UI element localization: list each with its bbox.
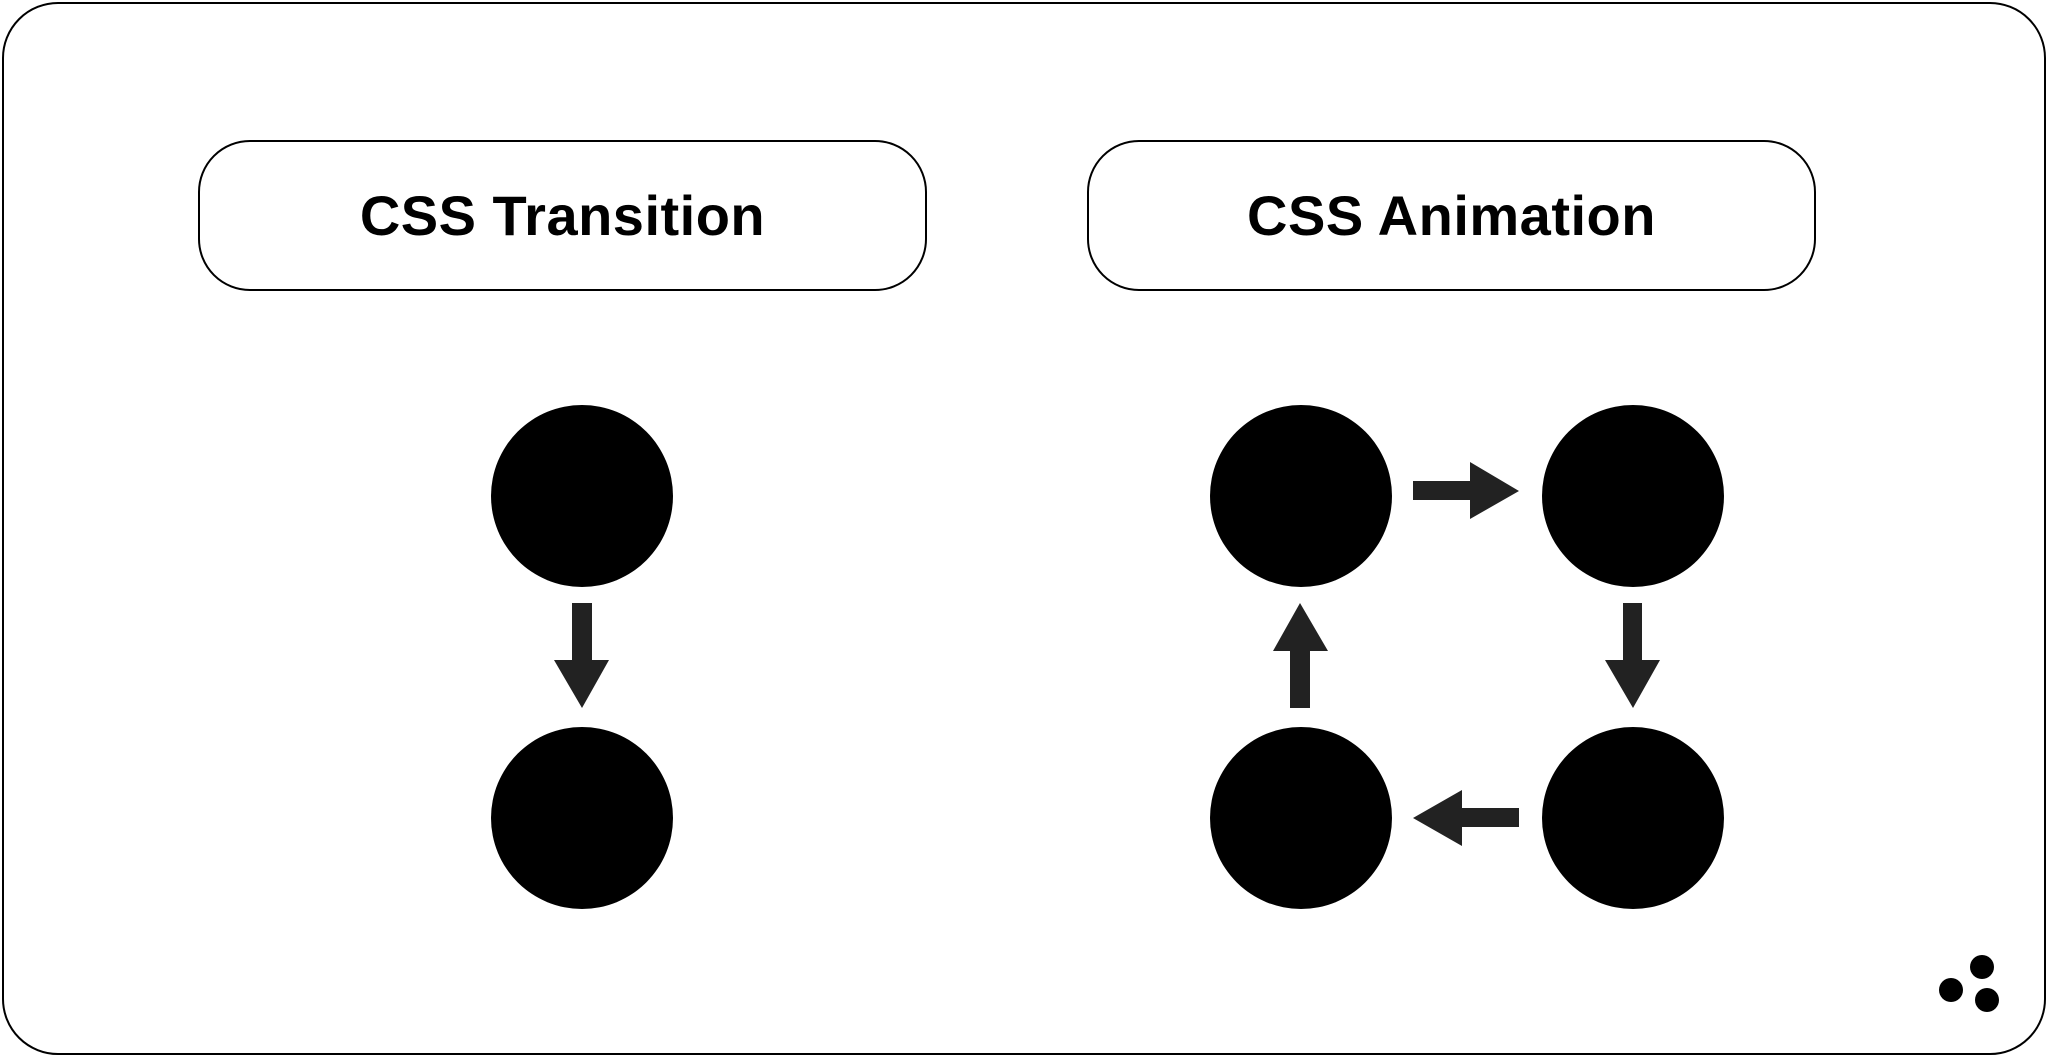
arrow-up-icon bbox=[1273, 603, 1328, 708]
animation-circle-bottom-right bbox=[1542, 727, 1724, 909]
arrow-right-icon bbox=[1413, 462, 1519, 519]
transition-title: CSS Transition bbox=[359, 184, 766, 247]
three-dots-logo-icon bbox=[1939, 955, 1999, 1012]
animation-title: CSS Animation bbox=[1247, 184, 1656, 247]
arrow-left-icon bbox=[1413, 790, 1519, 846]
transition-title-box: CSS Transition bbox=[198, 140, 927, 291]
arrow-down-icon bbox=[1605, 603, 1660, 708]
animation-circle-top-right bbox=[1542, 405, 1724, 587]
transition-start-circle bbox=[491, 405, 673, 587]
transition-end-circle bbox=[491, 727, 673, 909]
animation-title-box: CSS Animation bbox=[1087, 140, 1816, 291]
animation-circle-bottom-left bbox=[1210, 727, 1392, 909]
arrow-down-icon bbox=[554, 603, 609, 708]
animation-circle-top-left bbox=[1210, 405, 1392, 587]
